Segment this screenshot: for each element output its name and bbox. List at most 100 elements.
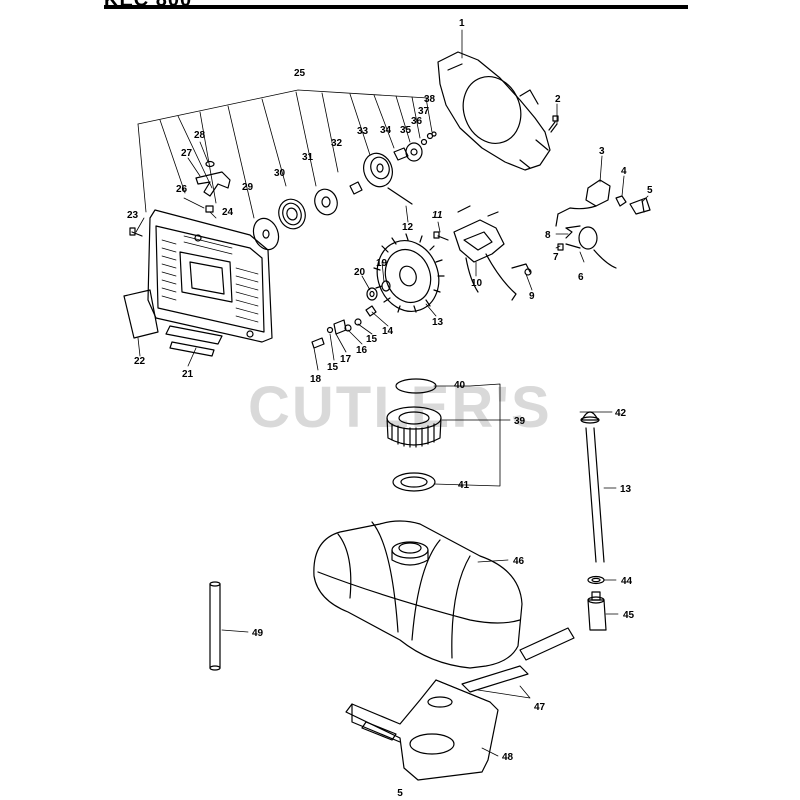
callout-8: 8	[545, 230, 551, 241]
part-starter-handle-27	[195, 171, 231, 197]
part-rope-12	[387, 187, 413, 205]
callout-23: 23	[127, 210, 139, 221]
part-pin-32	[349, 181, 363, 195]
callout-42: 42	[615, 408, 627, 419]
leader-lines	[135, 29, 649, 757]
callout-32: 32	[331, 138, 343, 149]
callout-14: 14	[382, 326, 394, 337]
part-screw-38	[431, 131, 437, 137]
callout-49: 49	[252, 628, 264, 639]
part-plate-31	[314, 188, 338, 216]
part-fuel-tank-46	[313, 520, 523, 669]
part-pawl-17	[333, 319, 347, 335]
part-recoil-starter-cover	[147, 209, 273, 343]
callout-6: 6	[578, 272, 584, 283]
callout-10: 10	[471, 278, 483, 289]
callout-19: 19	[376, 258, 388, 269]
part-bracket-8	[565, 227, 573, 239]
callout-13-flywheel: 13	[432, 317, 444, 328]
header-rule	[104, 5, 688, 9]
callout-labels: 1 2 3 4 5 6 7 8 9 10 11 12 13 14 15 16 1…	[127, 18, 653, 763]
part-fuel-filter-45	[587, 591, 607, 631]
part-wire-9	[511, 263, 532, 276]
callout-2: 2	[555, 94, 561, 105]
callout-37: 37	[418, 106, 430, 117]
callout-45: 45	[623, 610, 635, 621]
part-grommet-44	[587, 575, 605, 585]
part-washer-19	[381, 280, 391, 292]
callout-29: 29	[242, 182, 254, 193]
part-ignition-module-10	[453, 205, 517, 301]
part-key-14	[365, 305, 377, 317]
part-fuel-pipe-49	[209, 581, 221, 671]
callout-31: 31	[302, 152, 314, 163]
callout-3: 3	[599, 146, 605, 157]
part-fuel-tube-13	[585, 427, 605, 563]
part-ratchet-34	[393, 147, 409, 161]
callout-35: 35	[400, 125, 412, 136]
callout-13-tube: 13	[620, 484, 632, 495]
part-pulley-33	[363, 152, 393, 188]
callout-26: 26	[176, 184, 188, 195]
callout-33: 33	[357, 126, 369, 137]
callout-44: 44	[621, 576, 633, 587]
callout-21: 21	[182, 369, 194, 380]
part-plug-cap-3	[557, 179, 611, 215]
part-washer-28	[205, 160, 215, 168]
part-spring-36	[420, 138, 428, 146]
callout-11: 11	[432, 210, 443, 221]
part-flywheel-13	[373, 233, 445, 313]
part-tank-bracket-48	[345, 679, 499, 781]
callout-22: 22	[134, 356, 146, 367]
part-gasket-40	[395, 378, 437, 394]
part-spark-plug-5	[629, 197, 651, 215]
callout-18: 18	[310, 374, 322, 385]
callout-41: 41	[458, 480, 470, 491]
part-fuel-cap-39	[386, 406, 442, 448]
part-spring-15	[354, 318, 362, 326]
part-nut-20	[366, 287, 378, 301]
callout-24: 24	[222, 207, 234, 218]
page-number: 5	[397, 788, 403, 799]
callout-39: 39	[514, 416, 526, 427]
part-screw-18	[311, 337, 325, 349]
callout-27: 27	[181, 148, 193, 159]
part-ratchet-guide-35	[405, 142, 423, 162]
callout-34: 34	[380, 125, 392, 136]
part-screw-2	[548, 115, 559, 133]
part-screw-23	[129, 227, 143, 237]
callout-17: 17	[340, 354, 352, 365]
callout-46: 46	[513, 556, 525, 567]
callout-12: 12	[402, 222, 414, 233]
callout-48: 48	[502, 752, 514, 763]
part-label-21	[165, 325, 223, 357]
watermark-text: CUTLER'S	[248, 375, 552, 440]
callout-20: 20	[354, 267, 366, 278]
part-recoil-spring-30	[278, 198, 306, 230]
leader-bracket-25	[137, 89, 433, 219]
callout-5: 5	[647, 185, 653, 196]
callout-36: 36	[411, 116, 423, 127]
part-spring-4	[615, 195, 627, 207]
part-tank-band-47	[461, 627, 575, 693]
part-spring-15b	[326, 326, 334, 334]
part-breather-42	[580, 411, 600, 424]
callout-7: 7	[553, 252, 559, 263]
callout-16: 16	[356, 345, 368, 356]
callout-47: 47	[534, 702, 546, 713]
part-bolt-26	[205, 205, 214, 213]
part-gasket-41	[392, 472, 436, 492]
callout-28: 28	[194, 130, 206, 141]
part-decal-22	[123, 289, 159, 339]
part-disc-29	[252, 217, 280, 251]
callout-1: 1	[459, 18, 465, 29]
callout-4: 4	[621, 166, 627, 177]
callout-30: 30	[274, 168, 286, 179]
callout-38: 38	[424, 94, 436, 105]
callout-40: 40	[454, 380, 466, 391]
part-ignition-coil-6	[555, 213, 617, 269]
part-fan-housing-plate	[437, 51, 551, 171]
callout-25: 25	[294, 68, 306, 79]
part-screw-11	[433, 231, 449, 241]
